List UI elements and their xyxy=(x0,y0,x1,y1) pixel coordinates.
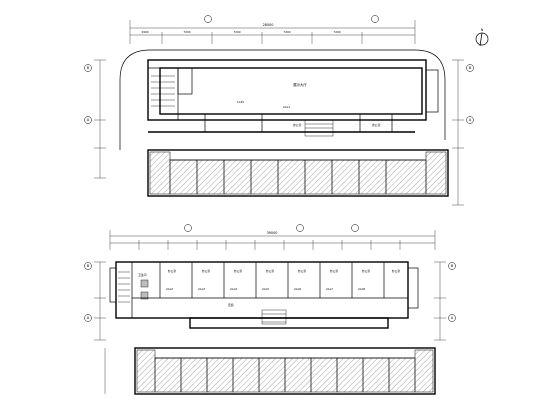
east-stair xyxy=(407,267,419,309)
room-label: 办公室 xyxy=(168,269,177,273)
plan-2-roof-strip xyxy=(147,149,449,197)
room-label: 办公室 xyxy=(392,269,401,273)
stair-icon xyxy=(151,75,175,107)
axis-marker xyxy=(351,224,359,232)
axis-marker xyxy=(296,224,304,232)
east-annex xyxy=(425,69,439,113)
axis-marker xyxy=(84,262,92,270)
north-arrow-icon: N xyxy=(475,28,489,47)
room-label: 办公室 xyxy=(362,269,371,273)
axis-label: B xyxy=(87,66,90,70)
stair-icon xyxy=(118,271,130,303)
room-label: 办公室 xyxy=(298,269,307,273)
axis-label: B xyxy=(87,264,90,268)
entry-steps xyxy=(261,309,287,325)
distribution-box-label: 2AL6 xyxy=(294,287,301,291)
plan-1-dim-seg: 2900 xyxy=(141,30,148,34)
plan-1-dim-seg: 7200 xyxy=(333,30,340,34)
north-arrow-label: N xyxy=(481,28,484,32)
room-label: 办公室 xyxy=(293,123,302,127)
toilet-room xyxy=(177,67,193,95)
distribution-box-label: 2AL7 xyxy=(326,287,333,291)
axis-label: A xyxy=(87,118,90,122)
plan-1-overall-dim: 28000 xyxy=(263,23,274,27)
exhibition-hall-walls xyxy=(147,59,427,121)
room-label: 办公室 xyxy=(330,269,339,273)
toilet-fixture xyxy=(140,279,149,288)
distribution-box-label: 2AL2 xyxy=(166,287,173,291)
corridor-label: 走廊 xyxy=(228,303,234,307)
distribution-box-label: 2AL5 xyxy=(262,287,269,291)
plan-4-roof-strip xyxy=(104,347,436,395)
room-label: 办公室 xyxy=(234,269,243,273)
axis-marker xyxy=(371,15,379,23)
room-label: 办公室 xyxy=(202,269,211,273)
axis-label: B xyxy=(451,264,454,268)
entry-steps xyxy=(304,119,334,137)
exterior-stair xyxy=(109,267,117,303)
office-partitions xyxy=(159,262,385,298)
axis-marker xyxy=(204,15,212,23)
axis-marker xyxy=(466,64,474,72)
exhibition-hall-inner xyxy=(159,67,423,115)
toilet-fixture xyxy=(140,291,149,300)
plan-1-dim-seg: 7200 xyxy=(183,30,190,34)
axis-marker xyxy=(184,224,192,232)
roof-bays xyxy=(154,357,416,393)
axis-marker xyxy=(466,116,474,124)
room-label: 办公室 xyxy=(266,269,275,273)
axis-marker xyxy=(84,64,92,72)
hall-label: 展示大厅 xyxy=(293,82,307,87)
plan-1-dim-seg: 7200 xyxy=(233,30,240,34)
axis-label: A xyxy=(87,316,90,320)
panel-label: 1AP1 xyxy=(237,100,244,104)
south-wing xyxy=(189,317,389,329)
plan-1-ground-floor: 28000 2900 7200 7200 7200 7200 N xyxy=(84,15,489,206)
axis-label: A xyxy=(469,118,472,122)
distribution-box-label: 2AL8 xyxy=(358,287,365,291)
plan-3-dim-ticks xyxy=(138,240,401,250)
plan-1-dim-seg: 7200 xyxy=(283,30,290,34)
plan-3-overall-dim: 39000 xyxy=(267,231,278,235)
toilet-label: 卫生间 xyxy=(138,273,147,277)
distribution-box-label: 2AL3 xyxy=(198,287,205,291)
plan-1-top-dimensions: 28000 2900 7200 7200 7200 7200 xyxy=(129,20,416,44)
distribution-box-label: 2AL1 xyxy=(283,105,290,109)
distribution-box-label: 2AL4 xyxy=(230,287,237,291)
axis-marker xyxy=(448,262,456,270)
axis-label: A xyxy=(451,316,454,320)
axis-marker xyxy=(84,314,92,322)
room-label: 办公室 xyxy=(372,123,381,127)
axis-label: B xyxy=(469,66,472,70)
axis-marker xyxy=(448,314,456,322)
axis-marker xyxy=(84,116,92,124)
roof-bays xyxy=(169,159,427,195)
plan-3-office-floor: 39000 xyxy=(84,224,456,341)
site-boundary xyxy=(119,49,446,150)
